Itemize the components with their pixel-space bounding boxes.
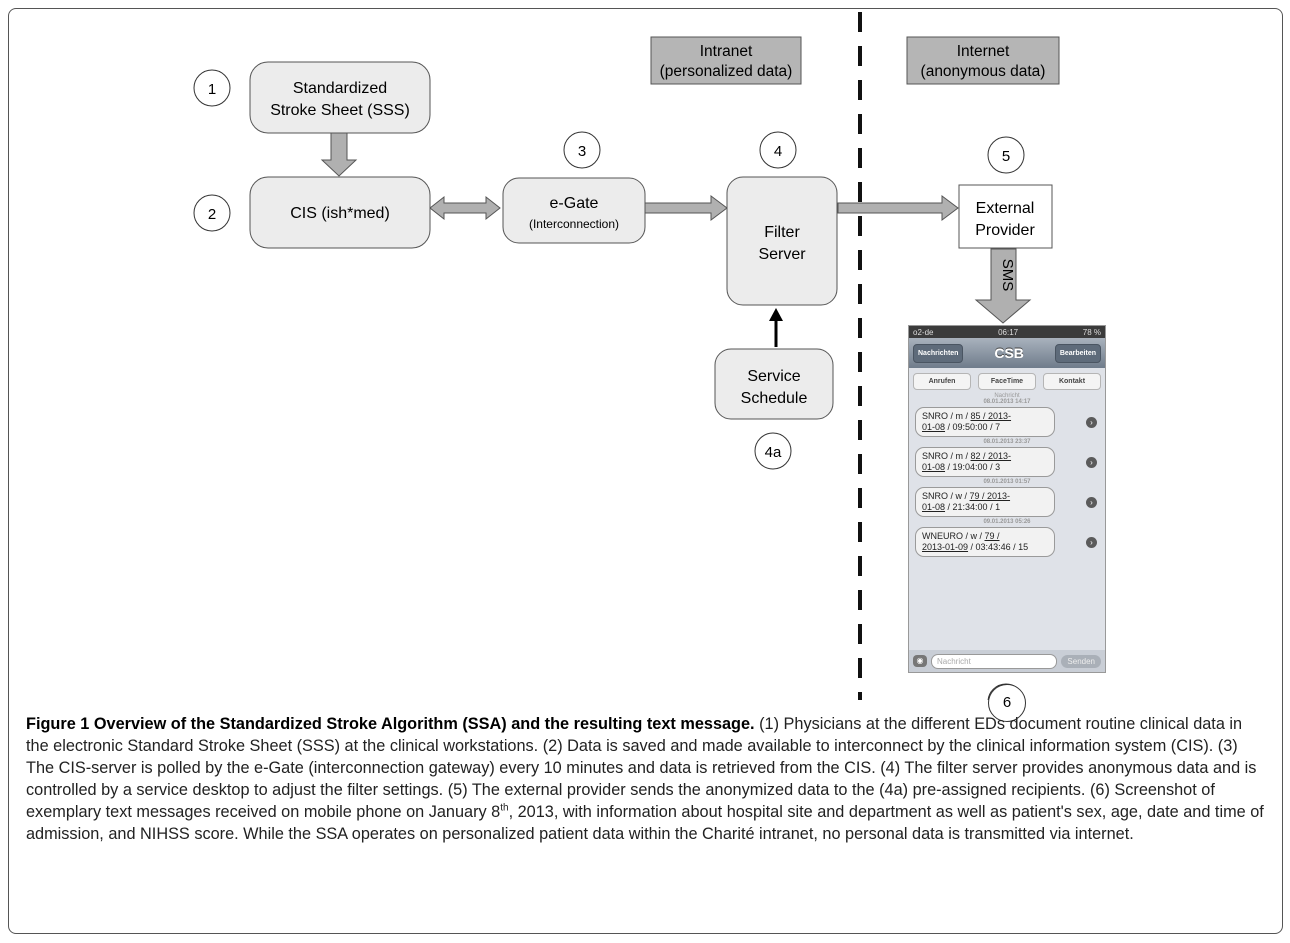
step-4a-circle xyxy=(754,432,792,470)
service-label-line1: Service xyxy=(747,368,800,385)
conversation-title: CSB xyxy=(994,345,1024,361)
message-row: SNRO / m / 85 / 2013-01-08 / 09:50:00 / … xyxy=(909,405,1105,439)
back-button[interactable]: Nachrichten xyxy=(913,343,964,363)
phone-status-bar: o2-de 06:17 78 % xyxy=(909,326,1105,338)
intranet-label-line1: Intranet xyxy=(700,43,753,60)
caption-text-1: (1) Physicians at the different EDs docu… xyxy=(26,715,1257,821)
step-2-circle xyxy=(193,194,231,232)
contact-actions: Anrufen FaceTime Kontakt xyxy=(909,368,1105,390)
step-4-number: 4 xyxy=(774,143,782,160)
message-detail-icon[interactable]: › xyxy=(1086,496,1097,508)
figure-frame xyxy=(8,8,1283,934)
clock-label: 06:17 xyxy=(998,327,1019,337)
egate-box xyxy=(502,177,646,244)
service-schedule-box xyxy=(714,348,834,420)
egate-title: e-Gate xyxy=(550,195,599,212)
message-bubble[interactable]: SNRO / w / 79 / 2013-01-08 / 21:34:00 / … xyxy=(915,487,1055,517)
send-button[interactable]: Senden xyxy=(1061,654,1101,668)
sss-label-line2: Stroke Sheet (SSS) xyxy=(270,102,410,119)
message-row: SNRO / m / 82 / 2013-01-08 / 19:04:00 / … xyxy=(909,445,1105,479)
sms-label: SMS xyxy=(999,259,1016,292)
compose-bar: ◉ Nachricht Senden xyxy=(909,650,1105,672)
intranet-zone-label-box xyxy=(650,36,802,85)
cis-label: CIS (ish*med) xyxy=(290,205,390,222)
external-provider-box xyxy=(958,184,1053,249)
step-4-circle xyxy=(759,131,797,169)
message-date: 09.01.2013 01:57 xyxy=(983,479,1031,485)
filter-label-line2: Server xyxy=(758,246,806,263)
internet-label-line1: Internet xyxy=(957,43,1010,60)
arrow-service-to-filter-head xyxy=(769,308,783,321)
intranet-label-line2: (personalized data) xyxy=(660,63,793,80)
message-date: 08.01.2013 14:17 xyxy=(983,399,1031,405)
message-detail-icon[interactable]: › xyxy=(1086,416,1097,428)
step-6-overlay: 6 xyxy=(988,684,1026,722)
edit-button[interactable]: Bearbeiten xyxy=(1054,343,1101,363)
filter-server-box xyxy=(726,176,838,306)
step-6-number: 6 xyxy=(1002,694,1012,711)
caption-title: Figure 1 Overview of the Standardized St… xyxy=(26,715,755,733)
message-input[interactable]: Nachricht xyxy=(931,653,1058,669)
service-label-line2: Schedule xyxy=(741,390,808,407)
caption-superscript: th xyxy=(500,802,509,814)
contact-button[interactable]: Kontakt xyxy=(1043,373,1101,390)
step-1-number: 1 xyxy=(208,81,216,98)
message-detail-icon[interactable]: › xyxy=(1086,456,1097,468)
internet-zone-label-box xyxy=(906,36,1060,85)
step-4a-number: 4a xyxy=(765,444,782,461)
caption-text-2: , 2013, with information about hospital … xyxy=(26,803,1264,843)
message-bubble[interactable]: WNEURO / w / 79 /2013-01-09 / 03:43:46 /… xyxy=(915,527,1055,557)
message-row: SNRO / w / 79 / 2013-01-08 / 21:34:00 / … xyxy=(909,485,1105,519)
phone-nav-bar: Nachrichten CSB Bearbeiten xyxy=(909,338,1105,368)
message-detail-icon[interactable]: › xyxy=(1086,536,1097,548)
step-5-circle xyxy=(987,136,1025,174)
filter-label-line1: Filter xyxy=(764,224,800,241)
external-label-line2: Provider xyxy=(975,222,1035,239)
carrier-label: o2-de xyxy=(913,327,934,337)
external-label-line1: External xyxy=(976,200,1035,217)
step-5-number: 5 xyxy=(1002,148,1010,165)
egate-subtitle: (Interconnection) xyxy=(529,217,619,231)
sss-box xyxy=(249,61,431,134)
message-bubble[interactable]: SNRO / m / 82 / 2013-01-08 / 19:04:00 / … xyxy=(915,447,1055,477)
camera-icon[interactable]: ◉ xyxy=(913,655,927,667)
internet-label-line2: (anonymous data) xyxy=(921,63,1046,80)
figure-caption: Figure 1 Overview of the Standardized St… xyxy=(26,713,1266,845)
arrow-sms xyxy=(974,248,1032,324)
step-3-number: 3 xyxy=(578,143,586,160)
battery-label: 78 % xyxy=(1082,327,1101,337)
message-date: 08.01.2013 23:37 xyxy=(983,439,1031,445)
arrow-egate-to-filter xyxy=(644,195,728,221)
call-button[interactable]: Anrufen xyxy=(913,373,971,390)
message-date: 09.01.2013 05:26 xyxy=(983,519,1031,525)
arrow-cis-egate xyxy=(429,195,501,221)
message-bubble[interactable]: SNRO / m / 85 / 2013-01-08 / 09:50:00 / … xyxy=(915,407,1055,437)
facetime-button[interactable]: FaceTime xyxy=(978,373,1036,390)
step-3-circle xyxy=(563,131,601,169)
phone-screenshot: o2-de 06:17 78 % Nachrichten CSB Bearbei… xyxy=(908,325,1106,673)
sss-label-line1: Standardized xyxy=(293,80,387,97)
step-1-circle xyxy=(193,69,231,107)
message-row: WNEURO / w / 79 /2013-01-09 / 03:43:46 /… xyxy=(909,525,1105,559)
step-2-number: 2 xyxy=(208,206,216,223)
arrow-filter-to-external xyxy=(837,195,959,221)
ssa-diagram: Intranet (personalized data) Internet (a… xyxy=(193,12,1060,700)
arrow-sss-to-cis xyxy=(320,132,358,177)
cis-box xyxy=(249,176,431,249)
message-type-label: Nachricht xyxy=(994,393,1020,399)
